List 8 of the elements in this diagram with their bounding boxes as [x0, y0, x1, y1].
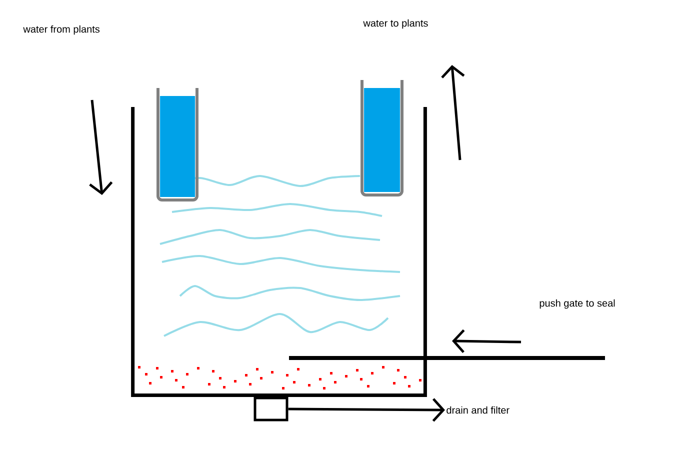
gate-bar [289, 356, 605, 360]
tank-drawing [131, 80, 427, 397]
label-text: drain and filter [446, 406, 510, 414]
label-text: water to plants [363, 19, 428, 29]
label-text: water from plants [23, 25, 100, 35]
label-text: push gate to seal [540, 299, 615, 309]
drain-outlet [254, 396, 288, 422]
arrow [288, 398, 445, 422]
